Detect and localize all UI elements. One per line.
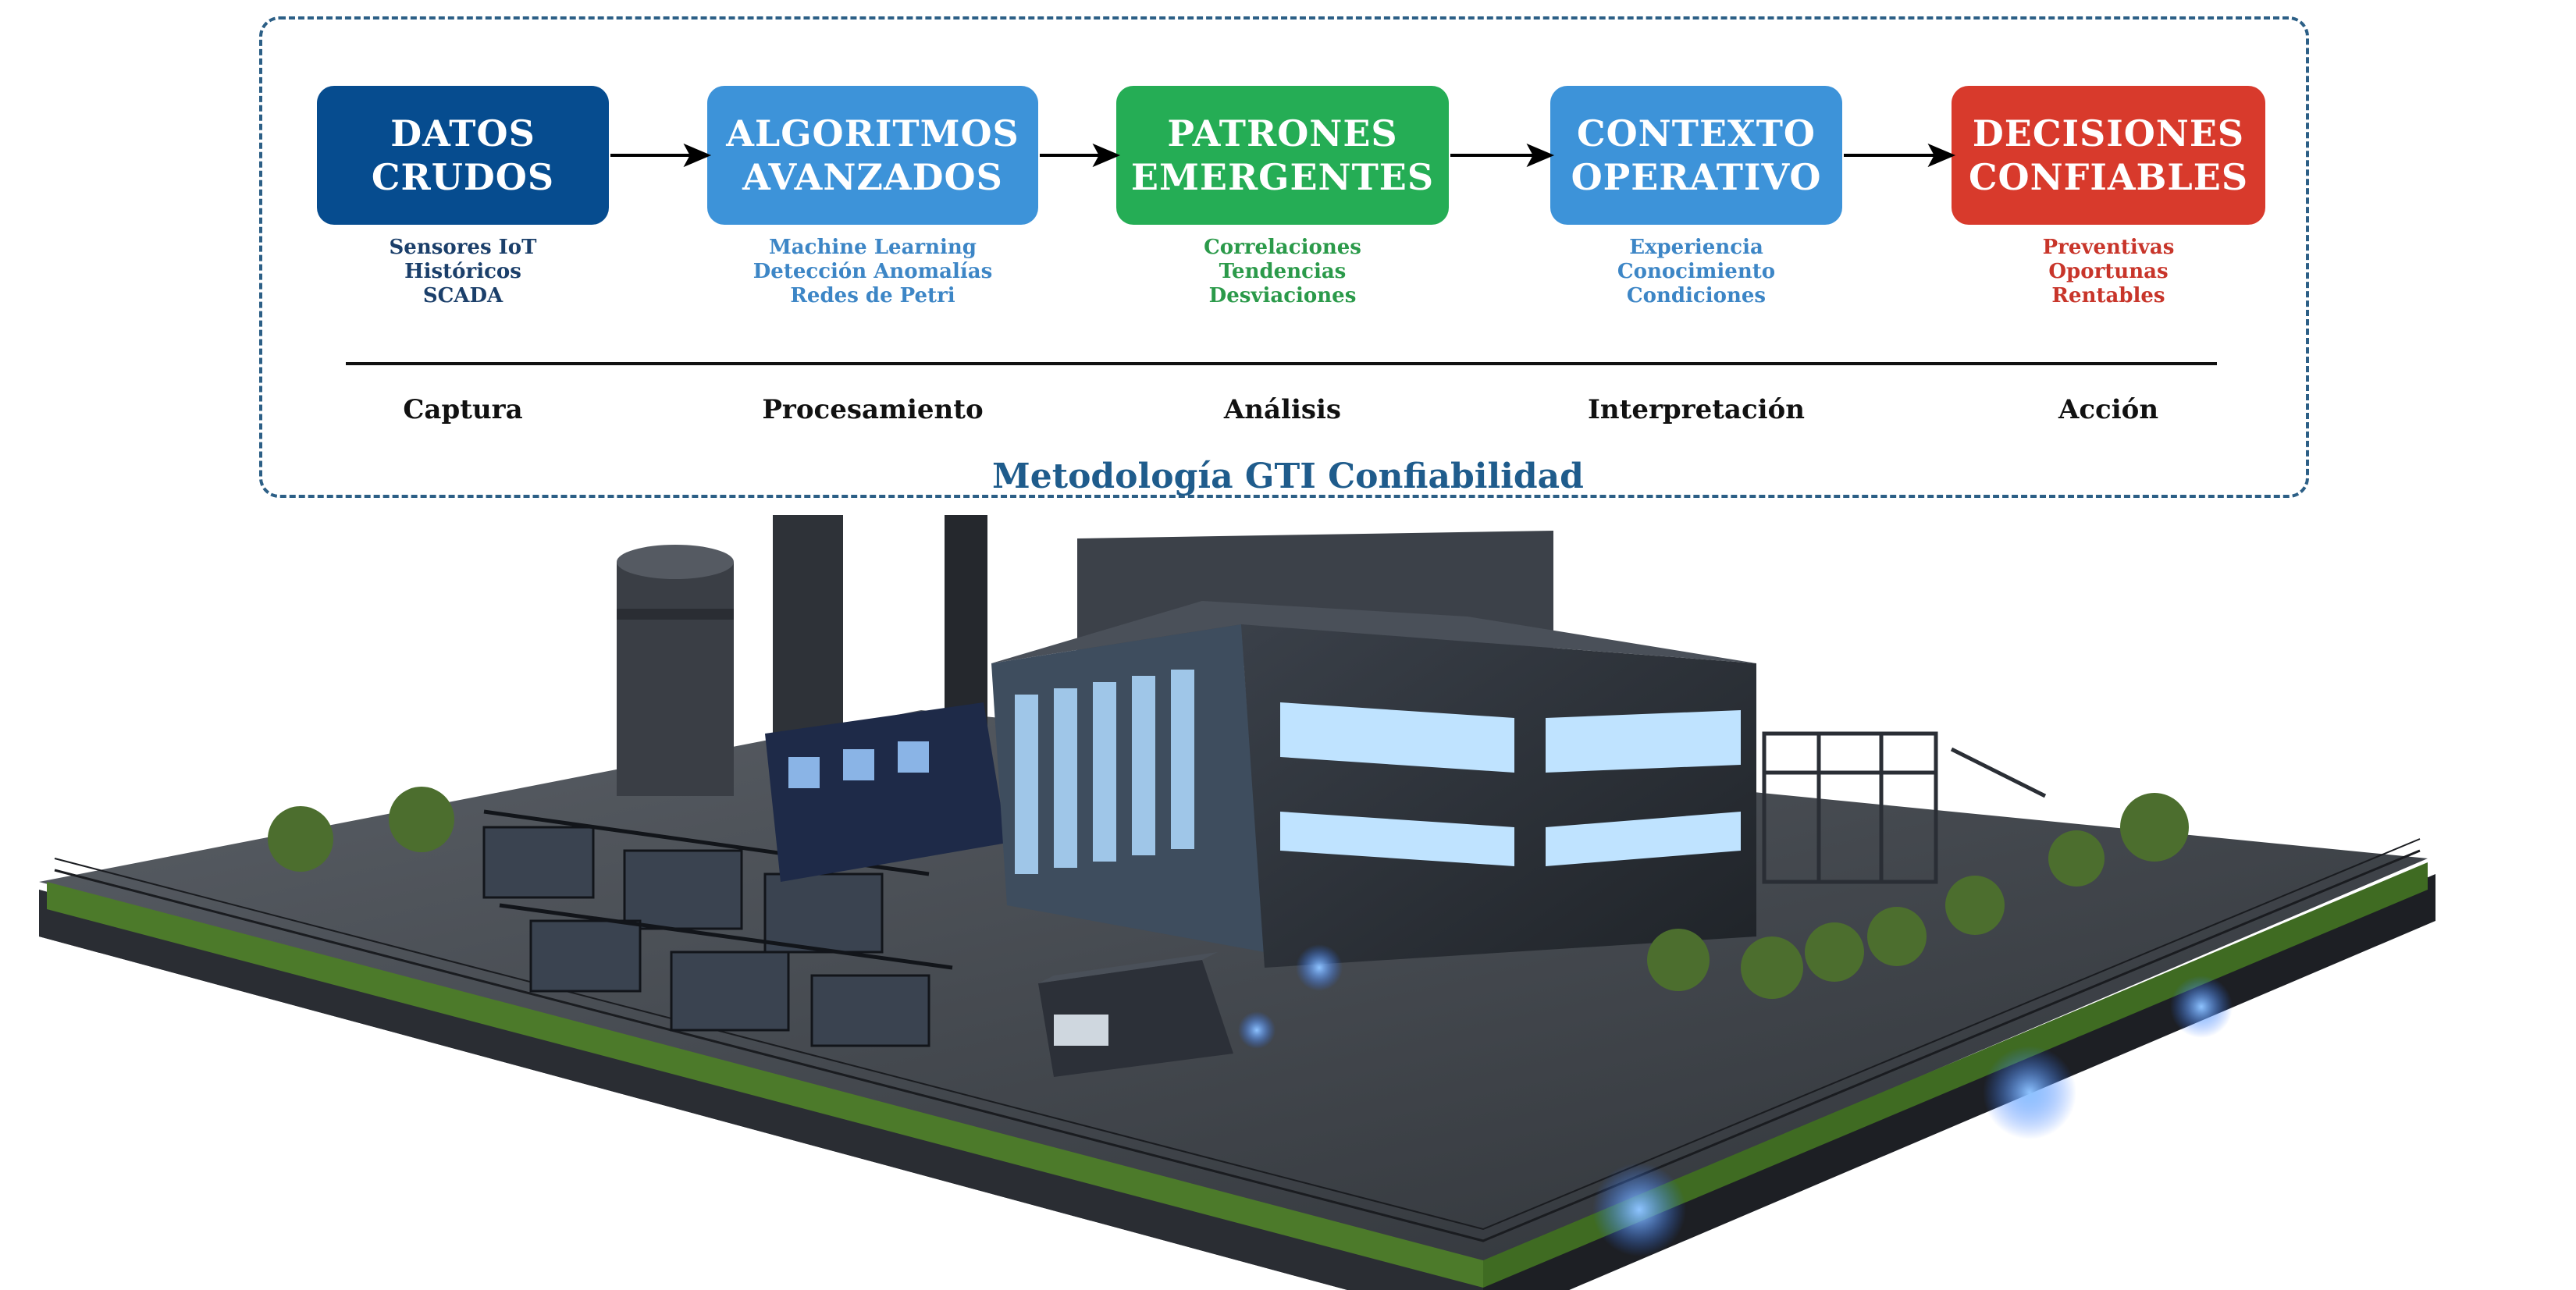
stage-details-procesamiento: Machine Learning Detección Anomalías Red… xyxy=(670,236,1076,308)
detail-item: Machine Learning xyxy=(769,236,977,259)
detail-item: Correlaciones xyxy=(1204,236,1361,259)
stage-box-patrones-emergentes: PATRONES EMERGENTES xyxy=(1116,86,1449,225)
stage-details-captura: Sensores IoT Históricos SCADA xyxy=(260,236,666,308)
stage-box-decisiones-confiables: DECISIONES CONFIABLES xyxy=(1952,86,2265,225)
industrial-plant-illustration xyxy=(39,515,2435,1290)
substation-equipment xyxy=(482,809,953,1047)
stage-box-line: EMERGENTES xyxy=(1130,156,1435,198)
detail-item: Sensores IoT xyxy=(389,236,537,259)
stage-box-line: CONTEXTO xyxy=(1576,112,1816,155)
arrowhead xyxy=(1526,143,1555,168)
secondary-building xyxy=(765,702,1007,882)
phase-label-analisis: Análisis xyxy=(1223,394,1342,425)
phase-label-procesamiento: Procesamiento xyxy=(762,394,984,425)
phase-label-interpretacion: Interpretación xyxy=(1588,394,1805,425)
phase-divider-line xyxy=(346,362,2217,365)
stage-box-line: CONFIABLES xyxy=(1968,156,2249,198)
stage-box-line: OPERATIVO xyxy=(1571,156,1822,198)
stage-box-datos-crudos: DATOS CRUDOS xyxy=(317,86,609,225)
phase-label-accion: Acción xyxy=(2058,394,2159,425)
detail-item: Oportunas xyxy=(2048,260,2169,283)
phase-label-captura: Captura xyxy=(403,394,523,425)
arrowhead xyxy=(1927,143,1956,168)
stage-box-contexto-operativo: CONTEXTO OPERATIVO xyxy=(1550,86,1842,225)
arrowhead xyxy=(1092,143,1121,168)
detail-item: SCADA xyxy=(422,284,503,307)
flow-arrows xyxy=(610,143,1956,168)
detail-item: Detección Anomalías xyxy=(753,260,993,283)
stage-box-line: DECISIONES xyxy=(1972,112,2245,155)
silo xyxy=(617,545,734,796)
detail-item: Experiencia xyxy=(1629,236,1763,259)
arrowhead xyxy=(683,143,712,168)
main-building xyxy=(991,531,1756,968)
detail-item: Rentables xyxy=(2051,284,2165,307)
detail-item: Redes de Petri xyxy=(790,284,955,307)
blue-glows xyxy=(1238,944,2233,1256)
stage-box-line: ALGORITMOS xyxy=(726,112,1019,155)
right-substation xyxy=(1762,731,2047,884)
detail-item: Condiciones xyxy=(1626,284,1767,307)
stage-box-line: PATRONES xyxy=(1167,112,1398,155)
stage-details-analisis: Correlaciones Tendencias Desviaciones xyxy=(1080,236,1485,308)
detail-item: Preventivas xyxy=(2042,236,2175,259)
methodology-frame xyxy=(259,16,2309,498)
stage-box-line: AVANZADOS xyxy=(742,156,1003,198)
utility-building xyxy=(1038,952,1233,1077)
stage-box-line: CRUDOS xyxy=(371,156,555,198)
stage-box-line: DATOS xyxy=(390,112,535,155)
detail-item: Desviaciones xyxy=(1208,284,1357,307)
detail-item: Tendencias xyxy=(1219,260,1347,283)
trees xyxy=(268,787,2189,999)
stage-details-accion: Preventivas Oportunas Rentables xyxy=(1905,236,2311,308)
methodology-title: Metodología GTI Confiabilidad xyxy=(992,457,1584,496)
stage-box-algoritmos-avanzados: ALGORITMOS AVANZADOS xyxy=(707,86,1038,225)
detail-item: Conocimiento xyxy=(1617,260,1776,283)
stage-details-interpretacion: Experiencia Conocimiento Condiciones xyxy=(1493,236,1899,308)
detail-item: Históricos xyxy=(404,260,521,283)
platform xyxy=(39,710,2435,1290)
